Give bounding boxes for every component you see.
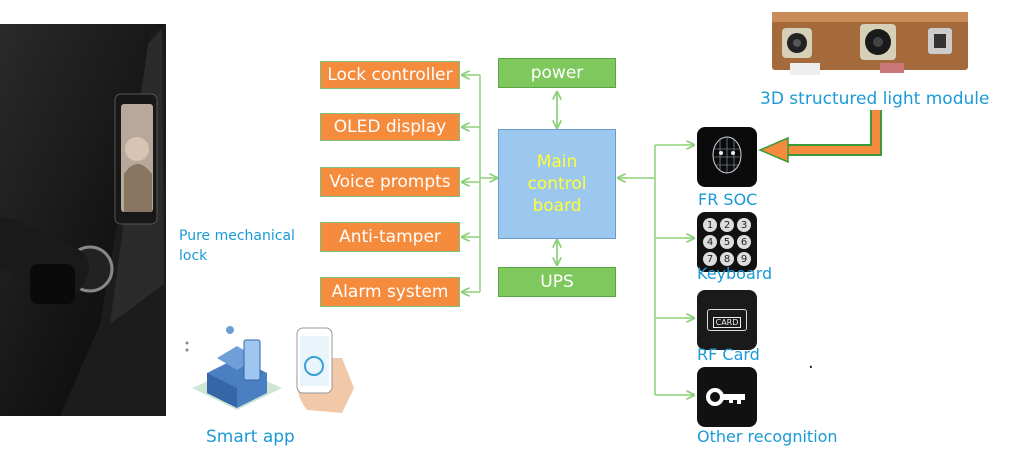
key-icon [697, 367, 757, 427]
rf-card-label: RF Card [697, 345, 760, 364]
main-board-label: Main control board [527, 152, 587, 216]
voice-prompts-box: Voice prompts [320, 167, 460, 197]
smart-lock-photo [0, 24, 166, 416]
box-label: Alarm system [331, 282, 449, 302]
box-label: Lock controller [327, 65, 453, 85]
card-text: CARD [712, 317, 742, 328]
mechanical-lock-label: Pure mechanical lock [179, 226, 309, 266]
power-box: power [498, 58, 616, 88]
key-6: 6 [737, 235, 751, 249]
smart-app-illustration [182, 318, 362, 418]
lock-controller-box: Lock controller [320, 61, 460, 89]
fr-soc-label: FR SOC [698, 190, 758, 209]
key-7: 7 [703, 252, 717, 266]
key-5: 5 [720, 235, 734, 249]
key-9: 9 [737, 252, 751, 266]
key-3: 3 [737, 218, 751, 232]
main-control-board: Main control board [498, 129, 616, 239]
ups-box: UPS [498, 267, 616, 297]
oled-display-box: OLED display [320, 113, 460, 141]
smart-app-label: Smart app [206, 427, 295, 447]
3d-module-board [770, 8, 970, 80]
alarm-system-box: Alarm system [320, 277, 460, 307]
power-label: power [530, 63, 584, 83]
anti-tamper-box: Anti-tamper [320, 222, 460, 252]
box-label: Voice prompts [329, 172, 451, 192]
key-4: 4 [703, 235, 717, 249]
3d-module-label: 3D structured light module [760, 89, 990, 109]
box-label: Anti-tamper [339, 227, 441, 247]
key-1: 1 [703, 218, 717, 232]
box-label: OLED display [333, 117, 447, 137]
other-recognition-label: Other recognition [697, 427, 838, 446]
dot-mark: . [808, 352, 814, 373]
face-scan-icon [697, 127, 757, 187]
mechanical-lock-text: Pure mechanical lock [179, 228, 295, 264]
keyboard-label: Keyboard [697, 264, 773, 283]
key-8: 8 [720, 252, 734, 266]
ups-label: UPS [540, 272, 574, 292]
key-2: 2 [720, 218, 734, 232]
keypad-icon: 1 2 3 4 5 6 7 8 9 [697, 212, 757, 272]
rf-card-icon: CARD [697, 290, 757, 350]
